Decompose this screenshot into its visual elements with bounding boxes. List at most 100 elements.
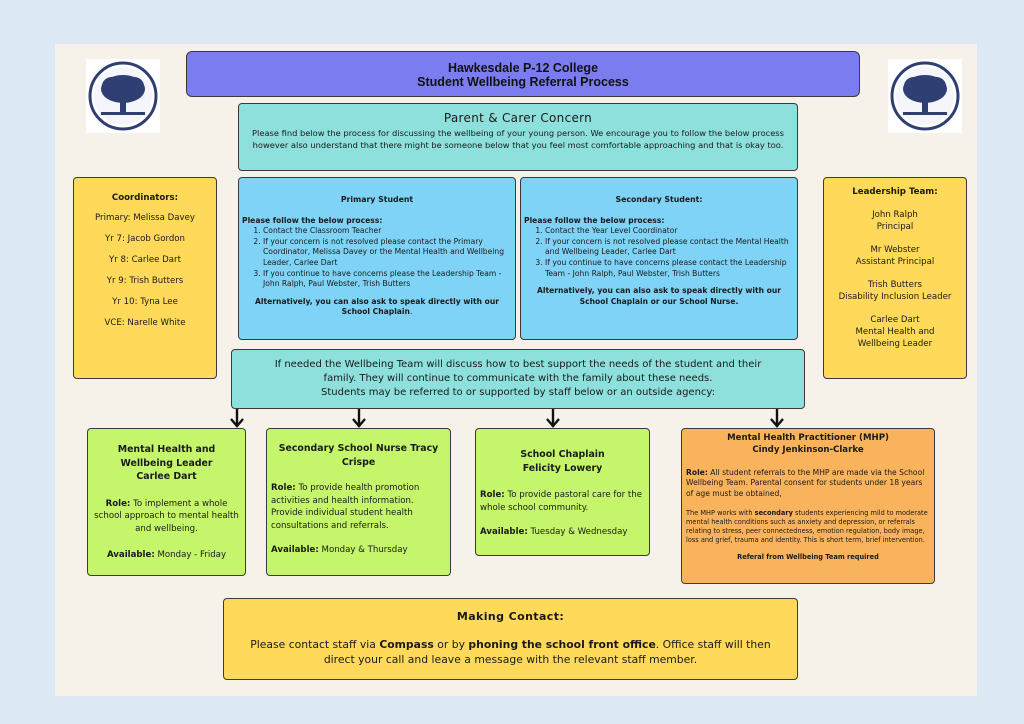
primary-alternative: Alternatively, you can also ask to speak…: [247, 297, 507, 318]
mhp-role: Role: All student referrals to the MHP a…: [686, 468, 930, 499]
mhp-detail-text: The MHP works with: [686, 509, 755, 518]
leader-role: Disability Inclusion Leader: [838, 292, 952, 302]
chaplain-availability: Available: Tuesday & Wednesday: [480, 526, 645, 539]
mhwl-availability: Available: Monday - Friday: [94, 549, 239, 562]
contact-heading: Making Contact:: [456, 610, 565, 623]
contact-text-part: . Office staff will then direct your cal…: [323, 638, 771, 666]
availability-label: Available:: [480, 527, 528, 537]
primary-intro: Please follow the below process:: [242, 215, 383, 225]
nurse-title-line: Crispe: [341, 456, 376, 468]
school-logo-left: [86, 59, 160, 133]
leader-name: Mr Webster: [870, 245, 920, 255]
leader-group: Carlee Dart Mental Health and Wellbeing …: [824, 314, 966, 350]
secondary-step: If you continue to have concerns please …: [545, 258, 793, 279]
leader-group: John Ralph Principal: [824, 209, 966, 233]
mhwl-title-line: Carlee Dart: [136, 471, 197, 482]
role-label: Role:: [105, 498, 131, 509]
coordinators-heading: Coordinators:: [111, 193, 179, 203]
leader-role: Principal: [876, 222, 914, 232]
role-label: Role:: [686, 468, 708, 477]
availability-label: Available:: [271, 545, 319, 555]
leader-group: Mr Webster Assistant Principal: [824, 244, 966, 268]
secondary-student-box: Secondary Student: Please follow the bel…: [520, 177, 798, 340]
primary-step: If you continue to have concerns please …: [263, 269, 511, 290]
wellbeing-line: If needed the Wellbeing Team will discus…: [274, 359, 762, 370]
role-text: To implement a whole school approach to …: [94, 498, 239, 534]
coordinator-item: VCE: Narelle White: [104, 318, 186, 328]
secondary-heading: Secondary Student:: [615, 195, 703, 204]
tree-logo-icon: [88, 61, 158, 131]
role-text: To provide health promotion activities a…: [271, 483, 420, 531]
leader-role: Mental Health and: [855, 327, 935, 337]
chaplain-title: School Chaplain Felicity Lowery: [480, 448, 645, 475]
tree-logo-icon: [890, 61, 960, 131]
contact-emphasis: phoning the school front office: [468, 638, 656, 651]
contact-text-part: Please contact staff via: [250, 638, 380, 651]
mental-health-practitioner-box: Mental Health Practitioner (MHP) Cindy J…: [681, 428, 935, 584]
coordinator-item: Yr 7: Jacob Gordon: [104, 234, 186, 244]
leadership-box: Leadership Team: John Ralph Principal Mr…: [823, 177, 967, 379]
mhp-title: Mental Health Practitioner (MHP) Cindy J…: [686, 432, 930, 456]
mhp-detail: The MHP works with secondary students ex…: [686, 509, 930, 545]
primary-alt-role: School Chaplain: [341, 307, 410, 317]
mhp-detail-emphasis: secondary: [754, 509, 793, 518]
wellbeing-line: family. They will continue to communicat…: [323, 373, 713, 384]
secondary-alternative: Alternatively, you can also ask to speak…: [536, 286, 782, 306]
mental-health-leader-box: Mental Health and Wellbeing Leader Carle…: [87, 428, 246, 576]
school-logo-right: [888, 59, 962, 133]
leader-role: Assistant Principal: [855, 257, 935, 267]
primary-alt-end: .: [409, 307, 413, 317]
coordinator-item: Yr 10: Tyna Lee: [112, 297, 178, 307]
coordinators-box: Coordinators: Primary: Melissa Davey Yr …: [73, 177, 217, 379]
primary-step: Contact the Classroom Teacher: [263, 226, 511, 237]
nurse-role: Role: To provide health promotion activi…: [271, 482, 446, 532]
primary-steps: Contact the Classroom Teacher If your co…: [239, 226, 515, 290]
parent-concern-text: Please find below the process for discus…: [252, 128, 784, 150]
leader-name: Trish Butters: [868, 280, 922, 290]
chaplain-title-line: School Chaplain: [520, 449, 605, 460]
availability-text: Tuesday & Wednesday: [527, 527, 628, 537]
school-nurse-box: Secondary School Nurse Tracy Crispe Role…: [266, 428, 451, 576]
making-contact-box: Making Contact: Please contact staff via…: [223, 598, 798, 680]
leadership-heading: Leadership Team:: [852, 187, 938, 197]
school-chaplain-box: School Chaplain Felicity Lowery Role: To…: [475, 428, 650, 556]
availability-label: Available:: [106, 550, 155, 560]
title-banner: Hawkesdale P-12 College Student Wellbein…: [186, 51, 860, 97]
role-text: To provide pastoral care for the whole s…: [480, 490, 642, 513]
mhwl-title-line: Wellbeing Leader: [120, 457, 213, 469]
primary-alt-text: Alternatively, you can also ask to speak…: [254, 296, 500, 306]
nurse-title-line: Secondary School Nurse Tracy: [278, 443, 439, 454]
wellbeing-team-box: If needed the Wellbeing Team will discus…: [231, 349, 805, 409]
role-label: Role:: [271, 483, 296, 493]
nurse-title: Secondary School Nurse Tracy Crispe: [271, 442, 446, 469]
chaplain-role: Role: To provide pastoral care for the w…: [480, 489, 645, 514]
role-text: All student referrals to the MHP are mad…: [686, 468, 925, 498]
parent-concern-box: Parent & Carer Concern Please find below…: [238, 103, 798, 171]
mhp-detail-text: students experiencing mild to moderate m…: [686, 509, 928, 544]
school-name: Hawkesdale P-12 College: [447, 61, 599, 75]
availability-text: Monday & Thursday: [318, 545, 408, 555]
parent-concern-heading: Parent & Carer Concern: [443, 111, 593, 125]
secondary-intro: Please follow the below process:: [524, 215, 665, 225]
contact-text-part: or by: [433, 638, 469, 651]
leader-name: John Ralph: [872, 210, 918, 220]
secondary-step: If your concern is not resolved please c…: [545, 237, 793, 258]
mhwl-title-line: Mental Health and: [117, 444, 216, 455]
mhwl-role: Role: To implement a whole school approa…: [94, 498, 239, 536]
chaplain-title-line: Felicity Lowery: [522, 462, 603, 474]
leader-name: Carlee Dart: [870, 315, 920, 325]
secondary-step: Contact the Year Level Coordinator: [545, 226, 793, 237]
primary-student-box: Primary Student Please follow the below …: [238, 177, 516, 340]
role-label: Role:: [480, 490, 505, 500]
availability-text: Monday - Friday: [154, 550, 227, 560]
primary-heading: Primary Student: [340, 195, 414, 204]
contact-emphasis: Compass: [379, 638, 434, 651]
coordinator-item: Yr 9: Trish Butters: [106, 276, 184, 286]
primary-step: If your concern is not resolved please c…: [263, 237, 511, 269]
leader-group: Trish Butters Disability Inclusion Leade…: [824, 279, 966, 303]
secondary-steps: Contact the Year Level Coordinator If yo…: [521, 226, 797, 279]
coordinator-item: Primary: Melissa Davey: [95, 213, 195, 223]
mhp-referral-note: Referal from Wellbeing Team required: [737, 552, 879, 561]
mhp-title-line: Mental Health Practitioner (MHP): [727, 433, 889, 443]
nurse-availability: Available: Monday & Thursday: [271, 544, 446, 557]
